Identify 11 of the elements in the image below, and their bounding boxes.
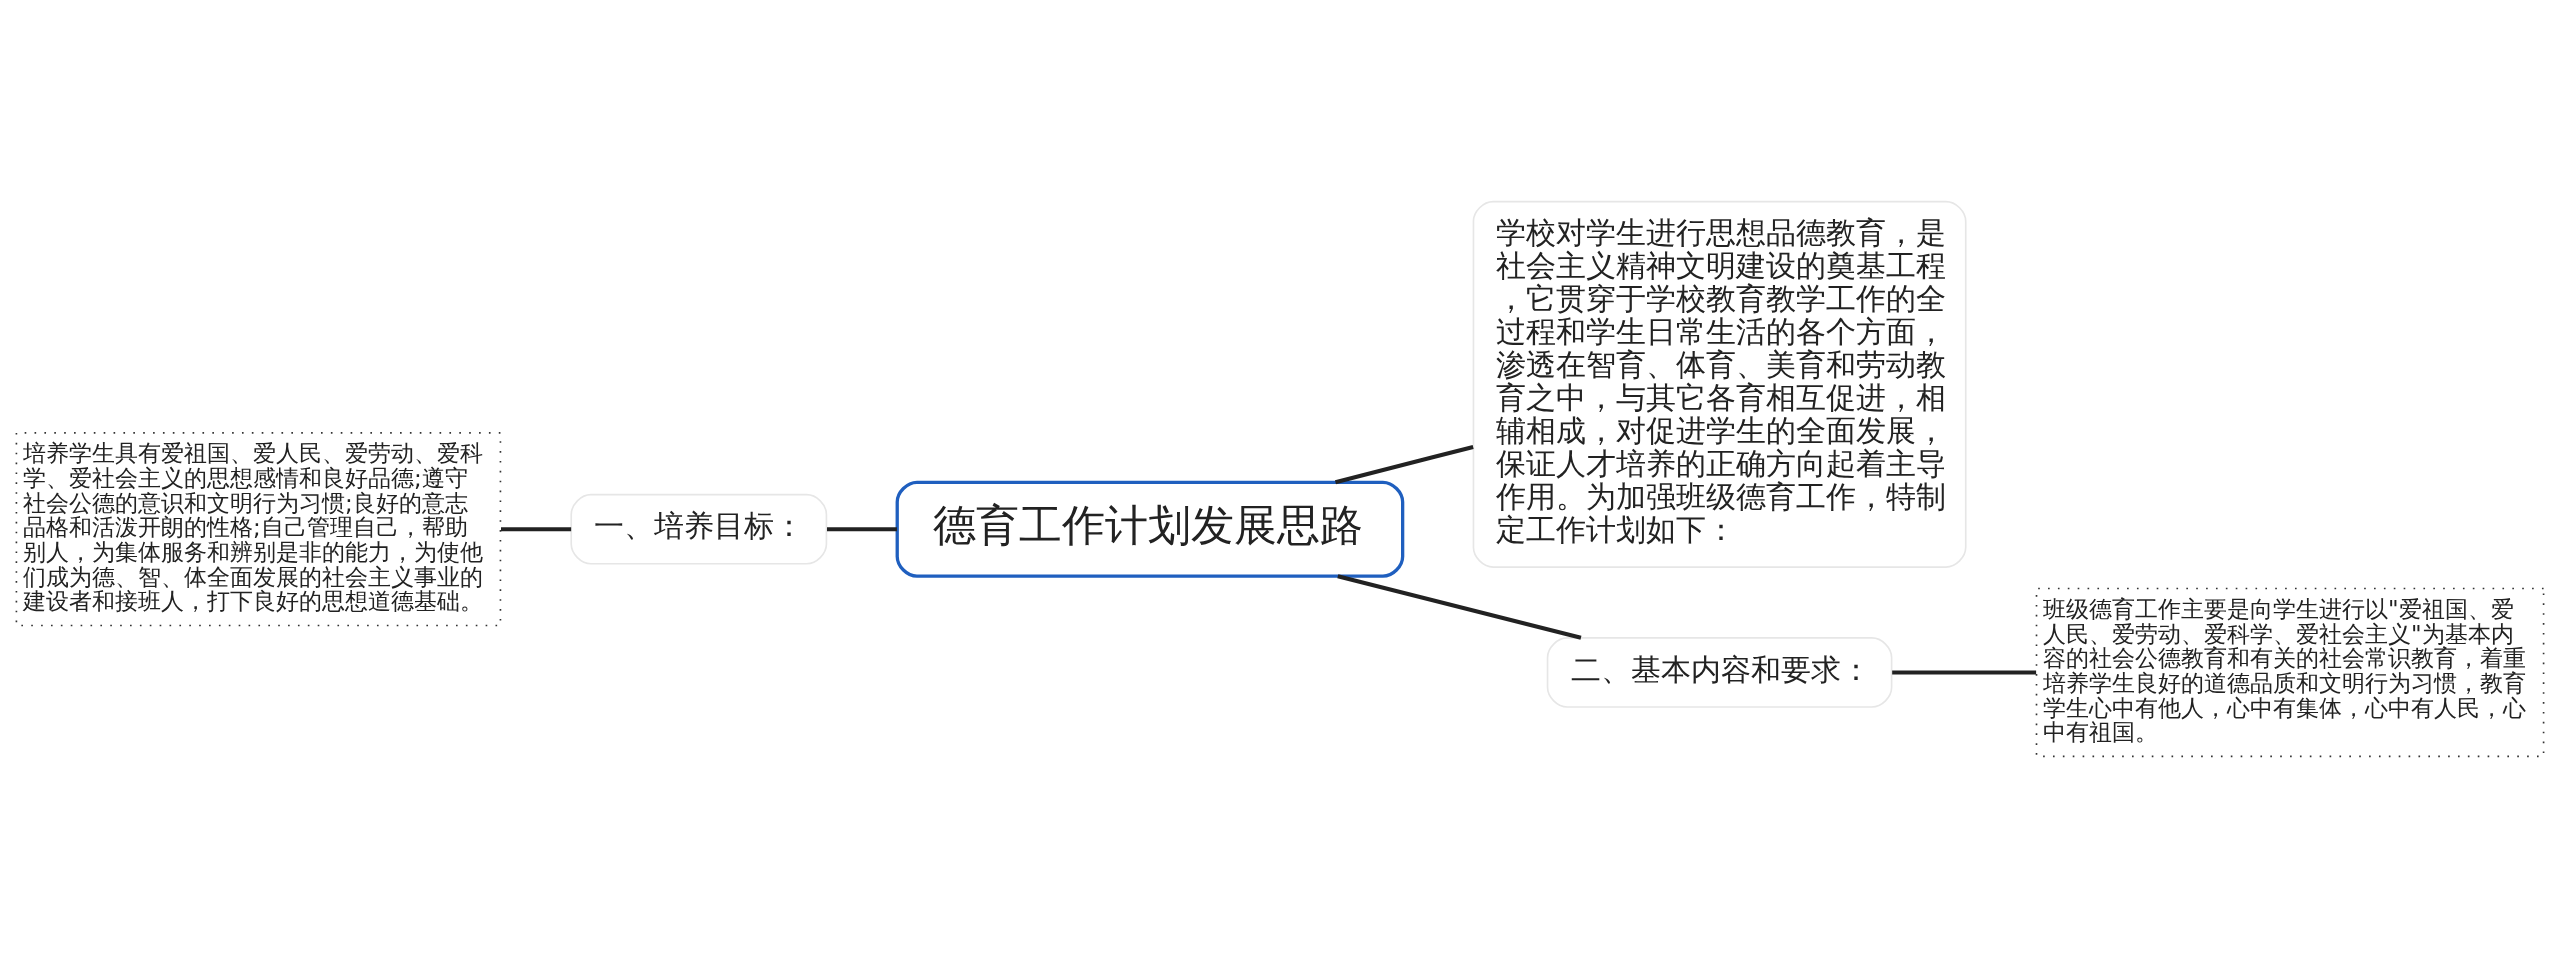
node-box: 一、培养目标： xyxy=(570,493,828,565)
node-box: 班级德育工作主要是向学生进行以"爱祖国、爱人民、爱劳动、爱科学、爱社会主义"为基本内容的社会公德教育和有关的社会常识教育，着重培养学生良好的道德品质和文明行为习惯，教育学生心中有他人，心中有集体，心中有人民，心中有祖国。 xyxy=(2035,587,2545,757)
connector xyxy=(501,526,572,531)
node-box: 培养学生具有爱祖国、爱人民、爱劳动、爱科学、爱社会主义的思想感情和良好品德;遵守社会公德的意识和文明行为习惯;良好的意志品格和活泼开朗的性格;自己管理自己，帮助别人，为集体服务和辨别是非的能力，为使他们成为德、智、体全面发展的社会主义事业的建设者和接班人，打下良好的思想道德基础。 xyxy=(15,431,502,626)
connector xyxy=(1334,444,1474,484)
connector xyxy=(1337,573,1582,640)
node-box: 二、基本内容和要求： xyxy=(1546,636,1893,708)
connector xyxy=(1892,669,2037,674)
node-box: 学校对学生进行思想品德教育，是社会主义精神文明建设的奠基工程，它贯穿于学校教育教学工作的全过程和学生日常生活的各个方面，渗透在智育、体育、美育和劳动教育之中，与其它各育相互促进，相辅相成，对促进学生的全面发展，保证人才培养的正确方向起着主导作用。为加强班级德育工作，特制定工作计划如下： xyxy=(1472,200,1967,568)
node-box: 德育工作计划发展思路 xyxy=(895,480,1405,578)
connector xyxy=(827,526,897,531)
